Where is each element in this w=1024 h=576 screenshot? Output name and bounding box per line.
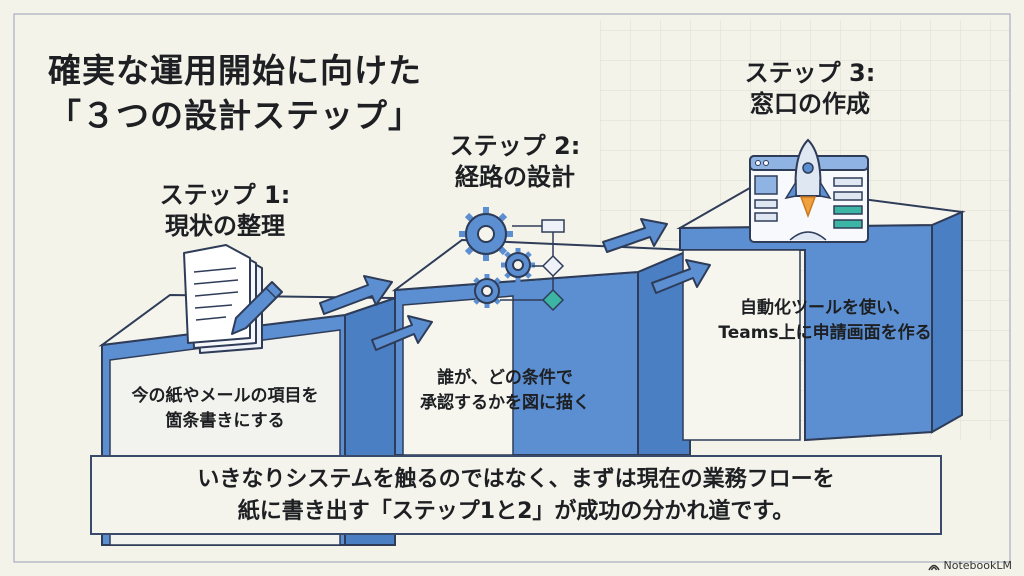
title-line-1: 確実な運用開始に向けた	[48, 51, 422, 90]
app-window-rocket-icon	[749, 138, 869, 243]
arrow-step1-to-step2	[319, 275, 433, 351]
step-1-desc-line-1: 今の紙やメールの項目を	[131, 386, 319, 406]
step-3-label: ステップ 3: 窓口の作成	[725, 58, 895, 120]
notebooklm-logo-icon	[927, 564, 940, 570]
callout-text: いきなりシステムを触るのではなく、まずは現在の業務フローを 紙に書き出す「ステッ…	[92, 464, 940, 528]
step-2-heading: ステップ 2:	[449, 132, 581, 160]
callout-line-2: 紙に書き出す「ステップ1と2」が成功の分かれ道です。	[237, 499, 795, 524]
step-3-heading: ステップ 3:	[744, 59, 876, 87]
step-3-name: 窓口の作成	[750, 90, 870, 118]
step-3-description: 自動化ツールを使い、 Teams上に申請画面を作る	[690, 296, 960, 346]
step-1-desc-line-2: 箇条書きにする	[165, 411, 285, 431]
brand-name: NotebookLM	[943, 559, 1012, 572]
step-1-name: 現状の整理	[165, 212, 285, 240]
brand-watermark: NotebookLM	[927, 559, 1012, 572]
slide-title: 確実な運用開始に向けた 「３つの設計ステップ」	[48, 48, 422, 138]
arrow-step2-to-step3	[602, 218, 711, 294]
gears-flowchart-icon	[459, 207, 565, 312]
document-pencil-icon	[183, 244, 283, 354]
slide-frame	[13, 13, 1011, 563]
step-2-desc-line-1: 誰が、どの条件で	[437, 368, 573, 388]
step-1-description: 今の紙やメールの項目を 箇条書きにする	[110, 384, 340, 434]
step-2-label: ステップ 2: 経路の設計	[430, 131, 600, 193]
title-line-2: 「３つの設計ステップ」	[48, 96, 422, 135]
step-1-heading: ステップ 1:	[159, 181, 291, 209]
step-1-label: ステップ 1: 現状の整理	[140, 180, 310, 242]
callout-line-1: いきなりシステムを触るのではなく、まずは現在の業務フローを	[197, 467, 835, 492]
step-2-block	[391, 238, 691, 456]
step-2-desc-line-2: 承認するかを図に描く	[420, 393, 590, 413]
step-3-desc-line-2: Teams上に申請画面を作る	[718, 323, 932, 343]
step-3-desc-line-1: 自動化ツールを使い、	[740, 298, 910, 318]
step-2-name: 経路の設計	[455, 163, 575, 191]
step-2-description: 誰が、どの条件で 承認するかを図に描く	[405, 366, 605, 416]
summary-callout: いきなりシステムを触るのではなく、まずは現在の業務フローを 紙に書き出す「ステッ…	[90, 455, 942, 535]
